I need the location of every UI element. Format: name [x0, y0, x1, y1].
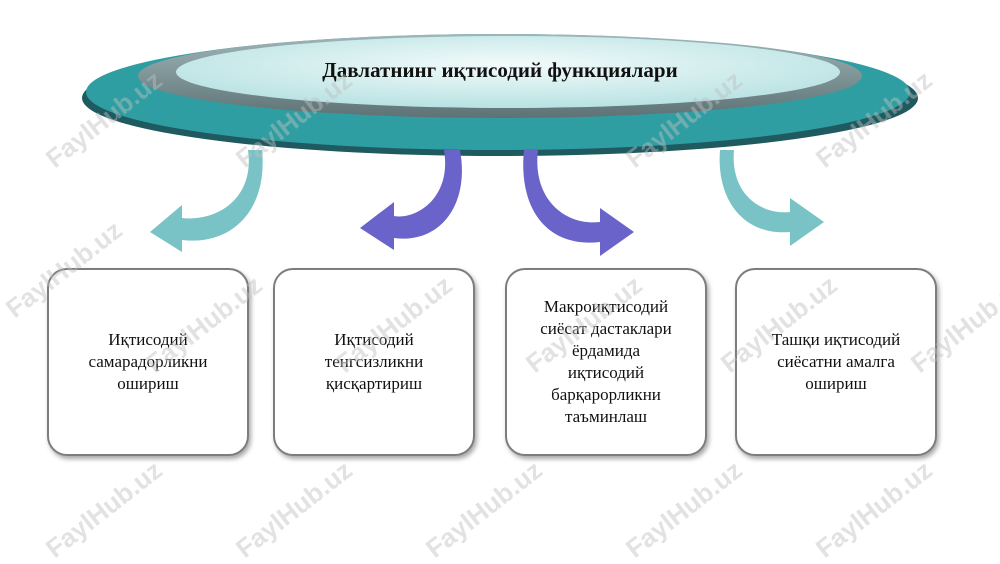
- arrow-2: [360, 150, 462, 250]
- function-box-stability: Макроиқтисодий сиёсат дастаклари ёрдамид…: [505, 268, 707, 456]
- function-box-efficiency: Иқтисодий самарадорликни ошириш: [47, 268, 249, 456]
- arrow-1: [150, 150, 263, 252]
- function-box-foreign-policy: Ташқи иқтисодий сиёсатни амалга ошириш: [735, 268, 937, 456]
- function-box-label: Иқтисодий самарадорликни ошириш: [88, 330, 208, 393]
- arrow-4: [719, 150, 824, 246]
- arrow-3: [523, 150, 634, 256]
- function-box-inequality: Иқтисодий тенгсизликни қисқартириш: [273, 268, 475, 456]
- function-box-label: Макроиқтисодий сиёсат дастаклари ёрдамид…: [540, 297, 672, 426]
- function-box-label: Ташқи иқтисодий сиёсатни амалга ошириш: [771, 330, 901, 393]
- diagram-title: Давлатнинг иқтисодий функциялари: [322, 58, 678, 82]
- ellipse-inner: [176, 36, 840, 108]
- function-box-label: Иқтисодий тенгсизликни қисқартириш: [324, 330, 424, 393]
